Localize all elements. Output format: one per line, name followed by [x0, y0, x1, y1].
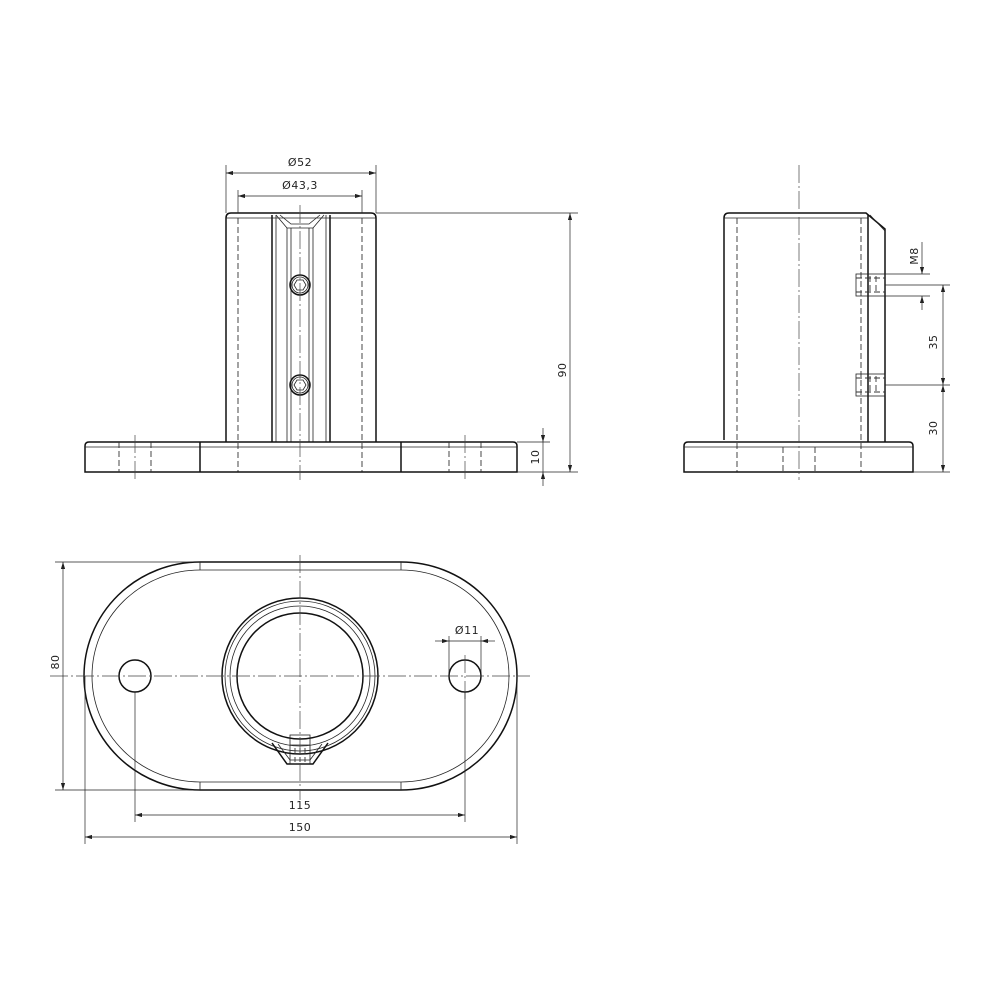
dim-height: 90	[556, 363, 569, 378]
front-view: Ø52 Ø43,3 90 10	[84, 156, 578, 486]
dim-plate-length: 150	[289, 821, 312, 834]
dim-lower-screw-height: 30	[927, 421, 940, 436]
thread-hole-upper	[855, 273, 886, 297]
dim-thread: M8	[908, 247, 921, 265]
dim-screw-spacing: 35	[927, 335, 940, 350]
thread-hole-lower	[855, 373, 886, 397]
dim-hole-spacing: 115	[289, 799, 312, 812]
top-view: 80 115 150 Ø11	[49, 555, 530, 844]
side-view: M8 35 30	[683, 165, 950, 480]
dim-plate-width: 80	[49, 655, 62, 670]
dim-inner-diameter: Ø43,3	[282, 179, 318, 192]
dim-hole-diameter: Ø11	[455, 624, 479, 637]
dim-outer-diameter: Ø52	[288, 156, 312, 169]
dim-base-thickness: 10	[529, 450, 542, 465]
